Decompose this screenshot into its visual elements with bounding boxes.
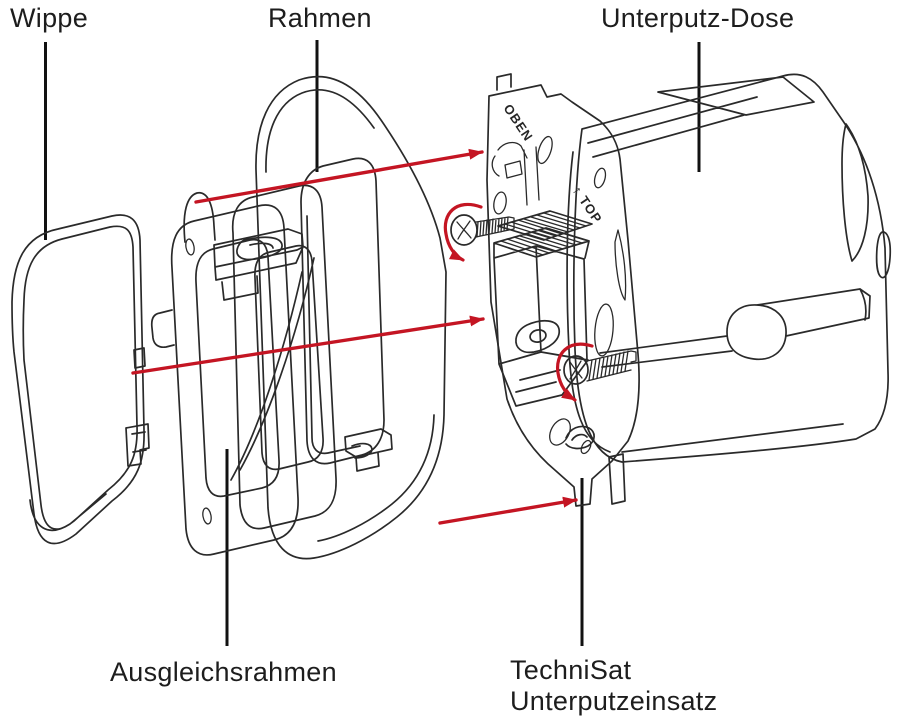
plate-slot: [594, 303, 614, 357]
plate-slot: [549, 418, 571, 446]
screw-spring: [586, 350, 637, 382]
assembly-arrows: [131, 148, 594, 525]
screw-thread: [475, 216, 515, 238]
plate-slot: [580, 439, 592, 455]
wippe-body: [11, 214, 145, 545]
assembly-arrow-bottom: [438, 496, 578, 525]
label-ausgleichsrahmen: Ausgleichsrahmen: [110, 657, 337, 687]
rotation-arrow-bottom-icon: [555, 342, 594, 402]
frame-hole: [202, 507, 212, 525]
wippe-side-clips: [125, 347, 150, 467]
label-unterputz-dose: Unterputz-Dose: [601, 3, 795, 33]
rotation-arrow-top-icon: [443, 202, 483, 262]
plate-slot: [537, 135, 553, 165]
plate-slot: [493, 191, 507, 215]
assembly-arrow-middle: [131, 315, 485, 375]
lug-hole: [529, 329, 547, 343]
bottom-claw-bracket: [344, 428, 393, 472]
dose-clamp-lever: [599, 288, 871, 368]
screw-bottom-icon: [563, 350, 637, 385]
screw-top-icon: [450, 214, 515, 246]
rahmen-drawing: [255, 75, 447, 560]
label-rahmen: Rahmen: [268, 3, 372, 33]
label-unterputzeinsatz: TechniSat Unterputzeinsatz: [510, 655, 717, 717]
rahmen-opening: [300, 157, 385, 465]
unterputz-dose-drawing: [566, 73, 892, 505]
wippe-drawing: [11, 214, 150, 545]
bottom-claw: [565, 425, 595, 450]
screw-cross-slot: [456, 220, 472, 240]
einsatz-plate-details: [491, 141, 627, 301]
ausgleichsrahmen-outer-frame: [150, 192, 299, 556]
label-unterputzeinsatz-line2: Unterputzeinsatz: [510, 686, 718, 716]
rahmen-outline: [255, 75, 447, 560]
ausgleichsrahmen-middle-frame: [230, 184, 337, 530]
ausgleichsrahmen-drawing: [150, 184, 393, 556]
screw-cross-slot: [569, 360, 583, 380]
switch-mechanism-block: [493, 210, 593, 407]
einsatz-support-plate: [486, 73, 640, 507]
label-unterputzeinsatz-line1: TechniSat: [510, 655, 632, 685]
terminal-ridges: [500, 212, 587, 256]
dose-body: [566, 73, 892, 505]
frame-hole: [185, 238, 195, 256]
screw-head: [563, 355, 589, 385]
assembly-arrow-top: [194, 148, 484, 204]
label-wippe: Wippe: [10, 3, 89, 33]
oben-marking: OBEN: [501, 101, 537, 144]
top-claw-bracket: [213, 228, 304, 301]
leader-lines: [44, 40, 701, 646]
mounting-lug: [515, 319, 560, 354]
plate-slot: [593, 167, 607, 189]
unterputzeinsatz-drawing: OBEN ↑ TOP: [450, 73, 640, 507]
